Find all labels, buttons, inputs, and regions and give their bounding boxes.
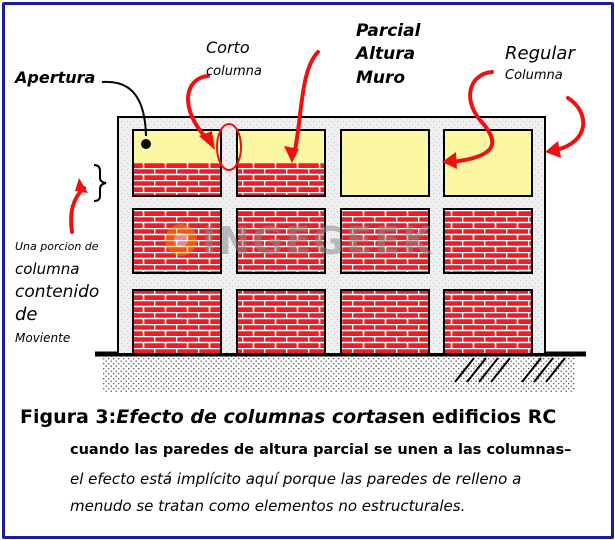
apertura-arrow (101, 80, 147, 137)
label-porcion-5: Moviente (15, 331, 71, 345)
figure-label: Figura 3: (20, 406, 117, 428)
caption-line-3: el efecto está implícito aquí porque las… (70, 470, 522, 488)
label-altura: Altura (356, 44, 416, 64)
partial-column-brace (93, 164, 107, 202)
caption-line-2: cuando las paredes de altura parcial se … (70, 442, 572, 458)
ground-soil (103, 354, 575, 392)
opening-panel-3 (340, 129, 430, 197)
red-arrows (69, 50, 586, 234)
opening-marker-dot (141, 139, 151, 149)
label-muro: Muro (356, 68, 406, 88)
red-arrowheads (75, 131, 561, 193)
label-porcion-4: de (15, 304, 38, 325)
partial-wall-2 (238, 163, 324, 195)
label-parcial: Parcial (356, 21, 421, 41)
figure-title: Efecto de columnas cortas (116, 406, 399, 428)
watermark-logo (165, 224, 197, 256)
label-apertura: Apertura (15, 68, 96, 87)
ground-hatch (454, 357, 566, 383)
caption-line-4: menudo se tratan como elementos no estru… (70, 497, 466, 515)
partial-wall-1 (134, 163, 220, 195)
figure-title-suffix: en edificios RC (398, 406, 557, 428)
figure-caption-title: Figura 3:Efecto de columnas cortasen edi… (20, 406, 556, 428)
label-regular: Regular (505, 43, 575, 64)
short-column-highlight (216, 123, 242, 171)
label-porcion-1: Una porcion de (15, 240, 99, 253)
infill-walls (132, 208, 533, 355)
label-porcion-3: contenido (15, 282, 100, 302)
label-porcion-2: columna (15, 260, 80, 278)
label-regular-columna: Columna (505, 68, 563, 83)
label-corto-columna: columna (206, 64, 262, 79)
short-column-diagram: INGEGEEK (69, 50, 586, 392)
watermark-text: INGEGEEK (202, 219, 434, 263)
label-corto: Corto (206, 38, 250, 57)
